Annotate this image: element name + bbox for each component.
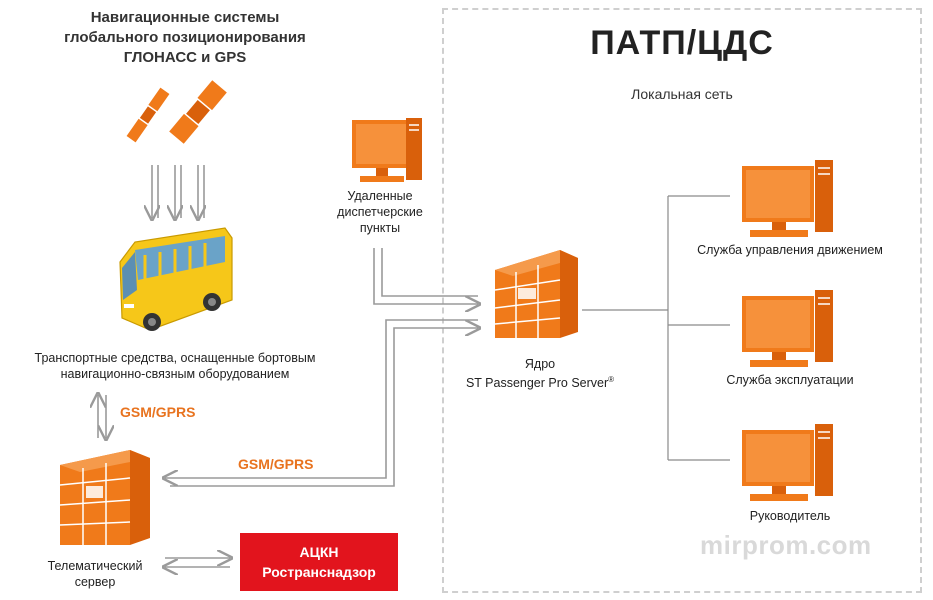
core-label-line2-wrap: ST Passenger Pro Server®	[455, 372, 625, 391]
vehicles-label: Транспортные средства, оснащенные бортов…	[10, 350, 340, 382]
region-subtitle: Локальная сеть	[631, 86, 733, 102]
core-server-icon	[494, 250, 578, 338]
region-title: ПАТП/ЦДС	[590, 24, 774, 62]
aickn-line2: Ространснадзор	[262, 564, 376, 580]
core-label-line2: ST Passenger Pro Server	[465, 376, 609, 391]
vehicles-label-line2: навигационно-связным оборудованием	[60, 367, 290, 381]
aickn-line1: АЦКН	[299, 544, 339, 560]
telematic-label: Телематический сервер	[30, 558, 160, 590]
patp-region	[442, 8, 922, 593]
vehicles-label-line1: Транспортные средства, оснащенные бортов…	[34, 351, 316, 365]
remote-label-line3: пункты	[359, 221, 401, 235]
telematic-label-line2: сервер	[74, 575, 116, 589]
remote-label-line1: Удаленные	[347, 189, 413, 203]
satellite-title-line2: глобального позиционирования	[64, 29, 306, 46]
workstation-icon	[742, 424, 833, 501]
telematic-label-line1: Телематический	[47, 559, 143, 573]
satellite-icon	[167, 78, 229, 146]
remote-label: Удаленные диспетчерские пункты	[320, 188, 440, 236]
telematic-server-icon	[59, 450, 150, 545]
gsm-horizontal-link	[165, 319, 478, 487]
gsm-vertical-link	[98, 395, 106, 438]
satellite-title-line3: ГЛОНАСС и GPS	[123, 49, 247, 66]
workstation-label-operations: Служба эксплуатации	[726, 373, 854, 387]
satellite-signal-arrows	[152, 165, 204, 218]
core-label-line1: Ядро	[524, 357, 556, 371]
workstation-label-traffic: Служба управления движением	[697, 243, 883, 257]
gsm-vertical-label: GSM/GPRS	[120, 404, 196, 420]
core-registered-mark: ®	[608, 375, 615, 384]
remote-core-link	[373, 248, 478, 304]
workstation-icon	[742, 290, 833, 367]
remote-label-line2: диспетчерские	[337, 205, 423, 219]
watermark: mirprom.com	[700, 530, 872, 560]
gsm-horizontal-label: GSM/GPRS	[238, 456, 314, 472]
lan-lines	[582, 195, 730, 461]
workstation-label-director: Руководитель	[749, 509, 831, 523]
satellite-icon	[125, 86, 171, 144]
remote-monitor-icon	[352, 118, 422, 182]
satellite-title-line1: Навигационные системы	[90, 9, 280, 26]
satellite-title: Навигационные системы глобального позици…	[30, 8, 340, 68]
bus-icon	[119, 227, 233, 331]
workstation-icon	[742, 160, 833, 237]
core-label: Ядро ST Passenger Pro Server®	[455, 356, 625, 391]
aickn-box: АЦКН Ространснадзор	[240, 533, 398, 591]
telematic-aickn-link	[165, 558, 230, 567]
